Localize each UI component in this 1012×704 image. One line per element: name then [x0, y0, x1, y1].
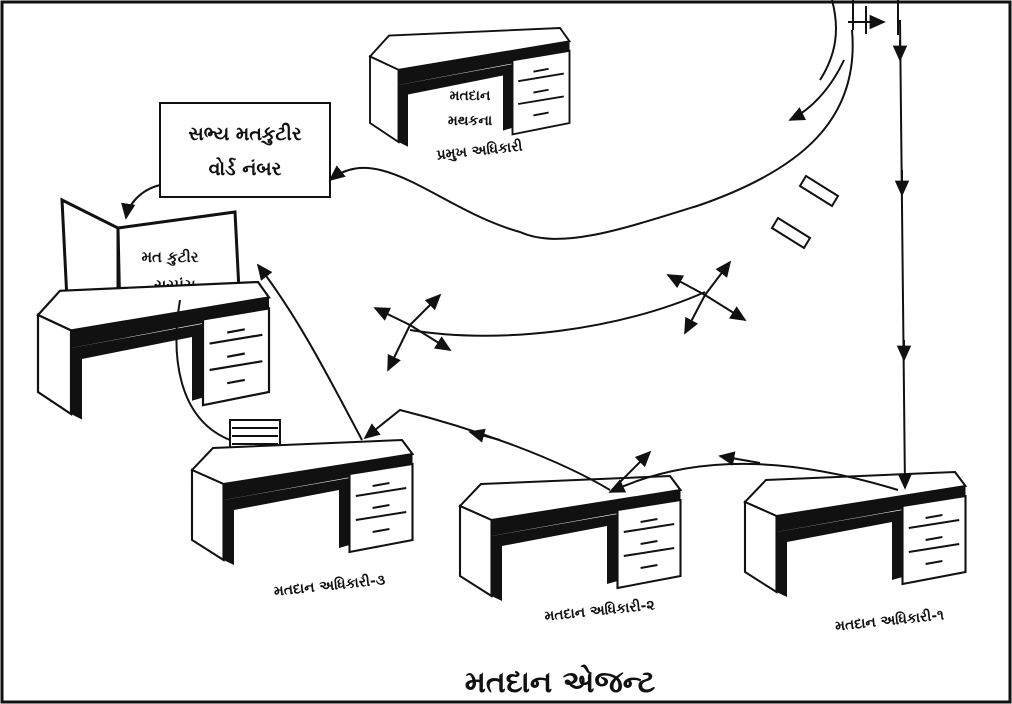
officer2-to-officer3 [363, 408, 611, 491]
ward-box-line-1: સભ્ય મતકુટીર [188, 123, 302, 145]
entry-flow-line [897, 19, 913, 490]
polling-agent-label: મતદાન એજન્ટ [465, 664, 656, 700]
flow-lines [121, 19, 913, 493]
booth-desk [36, 280, 271, 421]
exit-flow-line [328, 29, 854, 240]
ward-box: સભ્ય મતકુટીર વોર્ડ નંબર [159, 102, 331, 198]
booth-line-1: મત કુટીર [141, 248, 198, 266]
officer-2-label: મતદાન અધિકારી-૨ [544, 596, 657, 625]
officer-2-desk [458, 474, 682, 603]
ward-box-line-2: વોર્ડ નંબર [209, 157, 282, 180]
entrance-door [819, 0, 899, 81]
barrier-bars [770, 174, 840, 250]
officer-3-desk [190, 438, 414, 567]
officer-1-label: મતદાન અધિકારી-૧ [834, 606, 945, 634]
officer-3-label: મતદાન અધિકારી-૩ [273, 571, 387, 600]
movement-cross-right [666, 260, 747, 335]
officer-1-desk [743, 470, 967, 599]
presiding-officer-line-1: મતદાન [450, 88, 491, 104]
movement-cross-left [373, 293, 452, 372]
officer1-to-officer2 [608, 463, 899, 493]
presiding-officer-line-3: પ્રમુખ અધિકારી [436, 138, 524, 164]
presiding-officer-line-2: મથકના [448, 113, 493, 129]
officer3-to-booth [256, 263, 363, 441]
